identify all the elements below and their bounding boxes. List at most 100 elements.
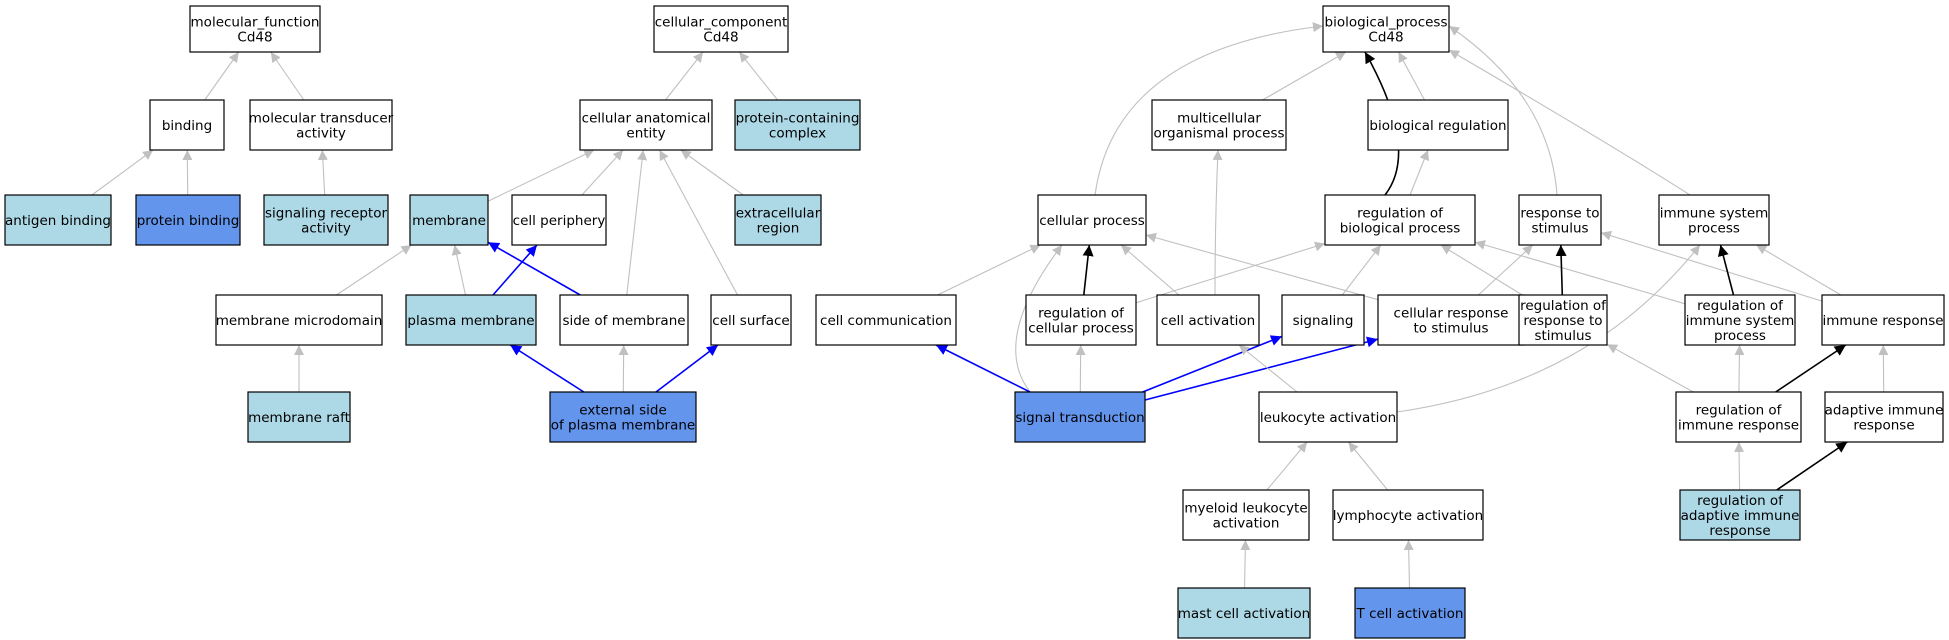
node-box [511,194,607,246]
node-label-line: biological regulation [1369,118,1506,134]
edge-rir-to-ir [1775,344,1847,393]
node-cpr[interactable]: cellular process [1037,194,1147,246]
edge-rair-to-air [1776,441,1848,491]
node-ir[interactable]: immune response [1821,294,1945,346]
node-box [249,99,393,151]
node-label-line: entity [626,126,665,142]
node-st[interactable]: signal transduction [1014,391,1146,443]
edge-pm-to-cp [492,244,538,296]
node-label-line: regulation of [1357,206,1444,222]
node-label-line: myeloid leukocyte [1184,501,1307,517]
node-lyma[interactable]: lymphocyte activation [1332,489,1484,541]
node-ab[interactable]: antigen binding [4,194,112,246]
node-box [1679,489,1801,541]
node-breg[interactable]: biological regulation [1367,99,1509,151]
node-pm[interactable]: plasma membrane [405,294,537,346]
node-label-line: membrane [412,213,486,229]
node-sig[interactable]: signaling [1281,294,1365,346]
edge-cs-to-cae [659,149,738,296]
node-label-line: Cd48 [237,30,272,46]
node-la[interactable]: leukocyte activation [1258,391,1398,443]
edge-la-to-ca [1238,344,1298,393]
node-label-line: cellular process [1039,213,1145,229]
node-box [1518,194,1602,246]
node-cp[interactable]: cell periphery [511,194,607,246]
edge-pcc-to-cc [738,51,779,101]
node-box [1182,489,1310,541]
node-label-line: cell periphery [513,213,606,229]
node-tca[interactable]: T cell activation [1354,587,1466,639]
edge-rts-to-bp [1448,25,1558,196]
edge-som-to-cae [626,149,648,296]
node-membrane[interactable]: membrane [409,194,489,246]
node-label-line: cellular process [1028,321,1134,337]
node-label-line: adaptive immune [1681,508,1800,524]
node-label-line: protein binding [137,213,240,229]
node-label-line: immune system [1660,206,1769,222]
node-box [247,391,351,443]
node-label-line: Cd48 [1368,30,1403,46]
edge-risp-to-isp [1717,244,1735,296]
edge-st-to-sig [1142,335,1283,393]
node-mca[interactable]: mast cell activation [1177,587,1311,639]
node-label-line: molecular_function [191,15,320,31]
node-box [405,294,537,346]
node-box [1824,391,1944,443]
node-cs[interactable]: cell surface [710,294,792,346]
node-mr[interactable]: membrane raft [247,391,351,443]
node-ccom[interactable]: cell communication [815,294,957,346]
node-box [1518,294,1608,346]
node-box [1322,5,1450,53]
node-box [815,294,957,346]
node-label-line: response to [1520,206,1599,222]
node-label-line: multicellular [1177,111,1261,127]
node-ca[interactable]: cell activation [1156,294,1260,346]
node-label-line: signaling receptor [265,206,388,222]
node-som[interactable]: side of membrane [559,294,689,346]
node-box [1684,294,1796,346]
node-label-line: of plasma membrane [551,418,696,434]
node-box [215,294,383,346]
node-box [1377,294,1525,346]
node-label-line: process [1714,328,1766,344]
edge-sra-to-mta [317,149,328,196]
edge-st-to-cpr [1015,244,1063,393]
edge-isp-to-bp [1448,49,1691,196]
node-label-line: regulation of [1520,298,1607,314]
edge-rrs-to-rbp [1440,244,1523,296]
node-label-line: lymphocyte activation [1333,508,1483,524]
edge-rcp-to-rbp [1135,241,1326,304]
node-box [1025,294,1137,346]
node-mmd[interactable]: membrane microdomain [215,294,383,346]
node-label-line: cell surface [712,313,789,329]
node-label-line: cell activation [1161,313,1255,329]
node-label-line: T cell activation [1356,606,1464,622]
node-label-line: membrane raft [248,410,350,426]
node-box [4,194,112,246]
node-pb[interactable]: protein binding [135,194,241,246]
node-box [1675,391,1802,443]
node-binding[interactable]: binding [149,99,225,151]
